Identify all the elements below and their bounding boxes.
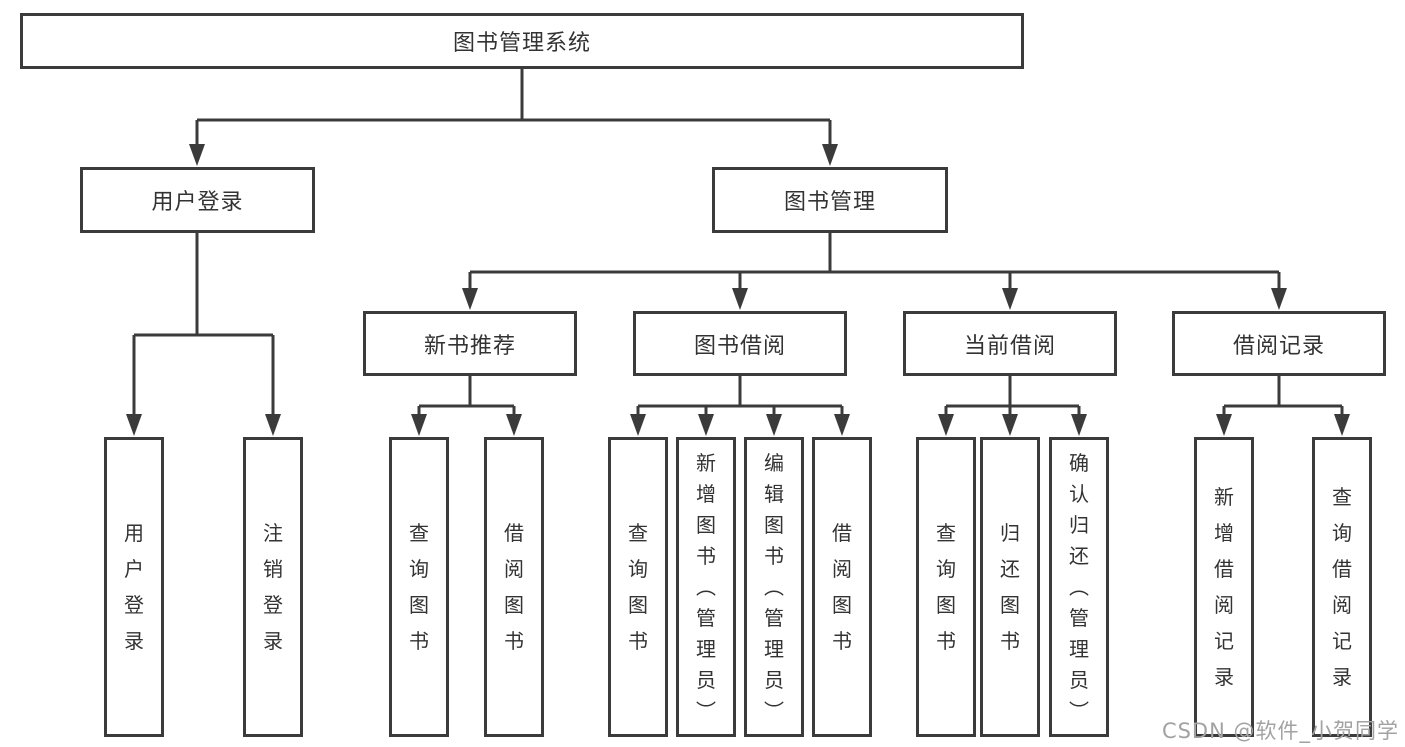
node-borrowing-records: 借阅记录 [1172, 311, 1386, 376]
arrowhead [411, 414, 427, 436]
node-leaf-query-books-newbook: 查询图书 [389, 437, 449, 737]
arrowhead [698, 414, 714, 436]
node-current-borrowing: 当前借阅 [903, 311, 1117, 376]
arrowhead [1002, 414, 1018, 436]
connector-records-to-leaves [1222, 376, 1344, 416]
arrowhead [822, 144, 838, 166]
node-leaf-borrow-books-newbook: 借阅图书 [484, 437, 544, 737]
arrowhead [265, 414, 281, 436]
node-book-management: 图书管理 [712, 167, 948, 233]
node-leaf-borrow-books-borrowing: 借阅图书 [812, 437, 872, 737]
arrowhead [462, 288, 478, 310]
node-leaf-logout-login: 注销登录 [243, 437, 303, 737]
arrowhead [1334, 414, 1350, 436]
node-leaf-query-books-current: 查询图书 [916, 437, 976, 737]
node-book-borrowing: 图书借阅 [633, 311, 847, 376]
node-leaf-edit-books-admin: 编辑图书︵管理员︶ [744, 437, 804, 737]
connector-borrowing-to-leaves [636, 376, 844, 416]
node-leaf-add-books-admin: 新增图书︵管理员︶ [676, 437, 736, 737]
arrowhead [834, 414, 850, 436]
arrowhead [938, 414, 954, 436]
node-leaf-query-borrow-record: 查询借阅记录 [1312, 437, 1372, 737]
connector-current-to-leaves [944, 376, 1081, 416]
node-user-login: 用户登录 [80, 167, 315, 233]
node-leaf-add-borrow-record: 新增借阅记录 [1194, 437, 1254, 737]
node-library-management-system: 图书管理系统 [20, 13, 1024, 69]
arrowhead [630, 414, 646, 436]
connector-root-to-level2 [195, 69, 832, 146]
arrowhead [126, 414, 142, 436]
connector-bookmgmt-to-level3 [468, 232, 1281, 290]
arrowhead [1071, 414, 1087, 436]
arrowhead [506, 414, 522, 436]
arrowhead [766, 414, 782, 436]
arrowhead [189, 144, 205, 166]
node-leaf-user-login: 用户登录 [104, 437, 164, 737]
connector-userlogin-to-leaves [132, 233, 275, 416]
arrowhead [1216, 414, 1232, 436]
arrowhead [1271, 288, 1287, 310]
arrowhead [1002, 288, 1018, 310]
connector-newbook-to-leaves [417, 376, 516, 416]
node-leaf-confirm-return-admin: 确认归还︵管理员︶ [1049, 437, 1109, 737]
node-new-book-recommend: 新书推荐 [363, 311, 577, 376]
arrowhead [732, 288, 748, 310]
node-leaf-return-books: 归还图书 [980, 437, 1040, 737]
node-leaf-query-books-borrowing: 查询图书 [608, 437, 668, 737]
watermark: CSDN @软件_小贺同学 [1161, 719, 1399, 743]
